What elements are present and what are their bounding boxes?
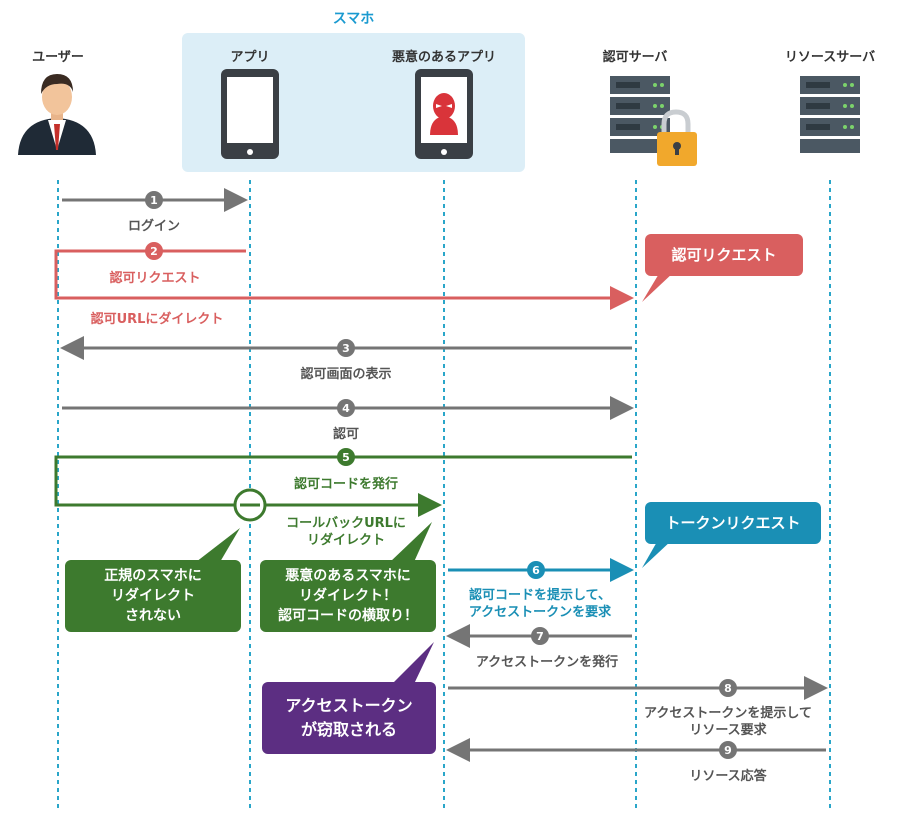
callout-intercepted-tail (390, 522, 432, 562)
step-2-label: 認可リクエスト (109, 271, 201, 286)
callout-auth-request: 認可リクエスト (645, 234, 803, 276)
callout-not-redirected: 正規のスマホに リダイレクト されない (65, 560, 241, 632)
callout-stolen: アクセストークン が窃取される (262, 682, 436, 754)
callout-token-request: トークンリクエスト (645, 502, 821, 544)
step-5-label: 認可コードを発行 (293, 477, 398, 492)
callout-stolen-tail (392, 642, 434, 684)
actor-auth-server-label: 認可サーバ (602, 50, 668, 65)
actor-malicious-app-label: 悪意のあるアプリ (391, 50, 496, 65)
callout-token-request-tail (642, 540, 672, 568)
step-6-number: 6 (532, 564, 540, 577)
step-6-label: 認可コードを提示して、 アクセストークンを要求 (468, 588, 612, 620)
step-3-number: 3 (342, 342, 350, 355)
auth-server-icon (610, 76, 670, 153)
actor-app-label: アプリ (230, 50, 270, 65)
smartphone-group-title: スマホ (332, 11, 375, 27)
step-2-number: 2 (150, 245, 158, 258)
step-9-number: 9 (724, 744, 732, 757)
step-5-sublabel: コールバックURLに リダイレクト (286, 516, 406, 548)
phone-icon (221, 69, 279, 159)
step-8-number: 8 (724, 682, 732, 695)
step-4-number: 4 (342, 402, 350, 415)
step-1-number: 1 (150, 194, 158, 207)
callout-intercepted: 悪意のあるスマホに リダイレクト！ 認可コードの横取り！ (260, 560, 436, 632)
actor-user-label: ユーザー (32, 50, 84, 65)
step-1-label: ログイン (127, 219, 180, 234)
actor-resource-server-label: リソースサーバ (784, 50, 876, 65)
step-8-label: アクセストークンを提示して リソース要求 (644, 706, 812, 738)
step-9-label: リソース応答 (689, 769, 767, 784)
callout-not-redirected-tail (196, 528, 240, 562)
step-5-number: 5 (342, 451, 350, 464)
step-2-sublabel: 認可URLにダイレクト (90, 312, 224, 327)
step-4-label: 認可 (332, 427, 359, 442)
callout-auth-request-tail (642, 272, 674, 302)
step-badges: 1 2 3 4 5 6 7 8 9 (145, 191, 737, 759)
resource-server-icon (800, 76, 860, 153)
step-7-number: 7 (536, 630, 544, 643)
user-icon (18, 74, 96, 155)
malicious-phone-icon (415, 69, 473, 159)
lock-icon (657, 109, 697, 166)
step-7-label: アクセストークンを発行 (475, 655, 619, 670)
step-3-label: 認可画面の表示 (300, 367, 392, 382)
